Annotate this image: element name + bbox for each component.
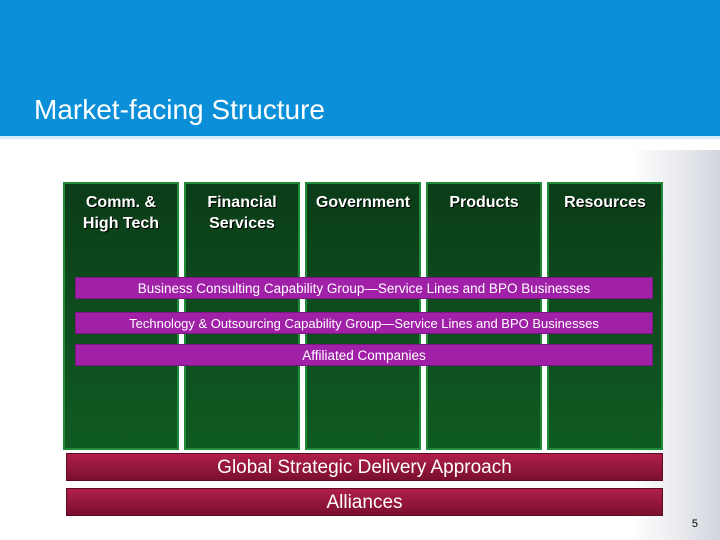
bar-alliances: Alliances [66,488,663,516]
column-label: Products [428,192,540,213]
column-label: Resources [549,192,661,213]
page-number: 5 [692,518,698,530]
band-technology-outsourcing: Technology & Outsourcing Capability Grou… [75,312,653,334]
band-affiliated-companies: Affiliated Companies [75,344,653,366]
bar-global-delivery: Global Strategic Delivery Approach [66,453,663,481]
column-label: Government [307,192,419,213]
header-bar: Market-facing Structure [0,0,720,138]
column-label: Financial Services [186,192,298,234]
slide-title: Market-facing Structure [34,94,325,126]
column-label: Comm. & High Tech [65,192,177,234]
header-divider [0,136,720,139]
band-business-consulting: Business Consulting Capability Group—Ser… [75,277,653,299]
